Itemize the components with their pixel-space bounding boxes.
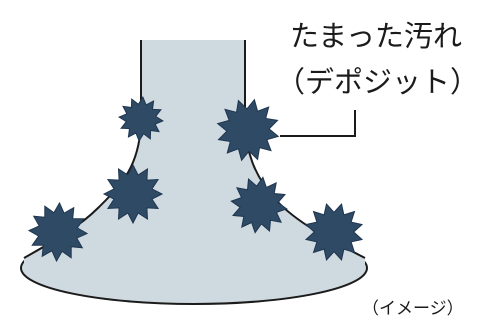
annotation-line2: （デポジット） xyxy=(276,65,478,99)
deposit-star-icon xyxy=(27,201,89,263)
annotation-leader-line xyxy=(280,110,356,137)
deposit-star-icon xyxy=(216,98,280,162)
deposit-star-icon xyxy=(304,202,364,262)
image-caption: （イメージ） xyxy=(362,299,464,319)
deposits-group xyxy=(27,96,364,263)
liquid-column xyxy=(24,40,365,270)
deposit-star-icon xyxy=(102,163,164,225)
annotation-line1: たまった汚れ xyxy=(290,19,462,53)
deposit-star-icon xyxy=(118,96,164,142)
deposit-star-icon xyxy=(230,176,288,234)
